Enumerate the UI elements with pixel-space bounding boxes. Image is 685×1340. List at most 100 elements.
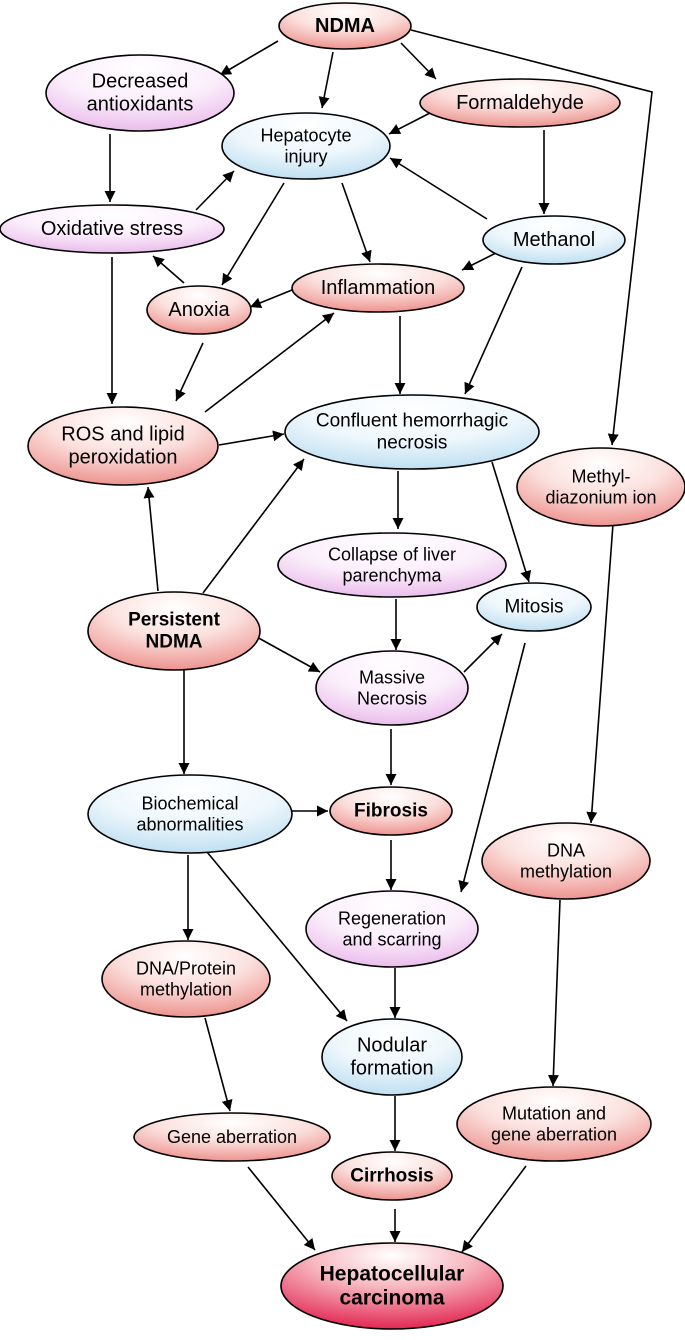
node-inflammation: Inflammation (291, 263, 465, 313)
node-fibrosis-ellipse (329, 786, 453, 836)
node-persistent-ndma-ellipse (87, 591, 261, 671)
node-methanol-label: Methanol (513, 229, 595, 251)
node-decreased-antioxidants-label: antioxidants (87, 94, 194, 116)
edges-layer (104, 29, 653, 1253)
node-nodular-formation-ellipse (321, 1018, 463, 1096)
node-regeneration-scarring-label: and scarring (342, 929, 441, 949)
node-gene-aberration: Gene aberration (133, 1112, 331, 1162)
node-methanol: Methanol (482, 215, 626, 265)
arrow-hepatocyte-injury-to-inflammation (341, 182, 372, 263)
node-methyldiazonium-label: diazonium ion (545, 487, 656, 507)
node-methanol-ellipse (482, 215, 626, 265)
arrow-persistent-ndma-to-confluent-necrosis (202, 458, 305, 594)
node-methyldiazonium: Methyl-diazonium ion (516, 447, 685, 527)
arrow-ros-lipid-to-inflammation (204, 312, 335, 413)
arrow-ndma-to-hepatocyte-injury (318, 51, 334, 109)
node-mitosis-ellipse (476, 582, 592, 632)
node-ros-lipid-label: ROS and lipid (61, 424, 184, 446)
arrow-persistent-ndma-to-massive-necrosis (254, 635, 321, 673)
node-formaldehyde: Formaldehyde (419, 78, 621, 128)
node-gene-aberration-label: Gene aberration (167, 1127, 297, 1147)
node-hcc-label: Hepatocellular (320, 1262, 465, 1285)
node-oxidative-stress-label: Oxidative stress (41, 218, 183, 240)
node-hepatocyte-injury-label: injury (284, 146, 327, 166)
node-decreased-antioxidants-ellipse (45, 54, 235, 132)
node-regeneration-scarring-ellipse (305, 890, 479, 968)
node-nodular-formation-label: formation (350, 1058, 433, 1080)
node-anoxia: Anoxia (146, 285, 252, 335)
node-confluent-necrosis-label: Confluent hemorrhagic (316, 411, 508, 432)
node-cirrhosis-label: Cirrhosis (350, 1166, 433, 1187)
arrow-mitosis-to-regeneration-scarring (458, 642, 526, 893)
node-mutation-gene-aberration-label: gene aberration (491, 1124, 617, 1144)
node-decreased-antioxidants-label: Decreased (92, 71, 189, 93)
node-dna-protein-methylation-ellipse (101, 940, 271, 1018)
arrow-formaldehyde-to-hepatocyte-injury (388, 112, 431, 135)
node-anoxia-ellipse (146, 285, 252, 335)
node-confluent-necrosis-label: necrosis (377, 432, 448, 453)
arrow-methanol-to-confluent-necrosis (464, 266, 523, 395)
node-mutation-gene-aberration-ellipse (456, 1086, 652, 1162)
node-hepatocyte-injury-label: Hepatocyte (260, 126, 351, 146)
node-hcc-ellipse (280, 1242, 504, 1330)
node-massive-necrosis-label: Necrosis (357, 688, 427, 708)
node-biochemical-abnormalities-ellipse (87, 774, 293, 854)
arrow-gene-aberration-to-hcc (247, 1166, 316, 1251)
arrow-ndma-to-methyldiazonium (410, 29, 653, 446)
arrow-confluent-necrosis-to-mitosis (491, 461, 532, 583)
node-persistent-ndma-label: Persistent (128, 610, 221, 631)
arrow-dna-protein-methylation-to-gene-aberration (204, 1017, 233, 1112)
node-ndma-label: NDMA (315, 15, 375, 37)
arrow-persistent-ndma-to-ros-lipid (143, 486, 159, 592)
arrow-mutation-gene-aberration-to-hcc (461, 1165, 527, 1253)
node-massive-necrosis-ellipse (315, 650, 469, 726)
node-collapse-parenchyma-label: Collapse of liver (328, 545, 456, 565)
node-dna-methylation-ellipse (481, 822, 651, 900)
node-regeneration-scarring-label: Regeneration (338, 909, 446, 929)
node-mitosis: Mitosis (476, 582, 592, 632)
node-inflammation-label: Inflammation (321, 277, 436, 299)
node-collapse-parenchyma-label: parenchyma (342, 565, 442, 585)
arrow-hepatocyte-injury-to-anoxia (221, 182, 285, 286)
node-fibrosis: Fibrosis (329, 786, 453, 836)
node-methyldiazonium-ellipse (516, 447, 685, 527)
node-formaldehyde-label: Formaldehyde (456, 92, 584, 114)
arrow-inflammation-to-anoxia (249, 289, 293, 308)
node-dna-methylation-label: methylation (520, 861, 612, 881)
node-dna-protein-methylation-label: DNA/Protein (136, 959, 236, 979)
arrow-dna-methylation-to-mutation-gene-aberration (547, 899, 561, 1087)
arrow-anoxia-to-ros-lipid (175, 342, 204, 402)
node-cirrhosis-ellipse (331, 1151, 453, 1201)
arrow-methanol-to-inflammation (461, 251, 499, 271)
node-persistent-ndma-label: NDMA (146, 631, 203, 652)
arrow-ndma-to-formaldehyde (400, 42, 437, 80)
arrow-biochemical-abnormalities-to-nodular-formation (206, 851, 348, 1022)
node-biochemical-abnormalities-label: abnormalities (136, 814, 243, 834)
node-ndma-ellipse (278, 2, 412, 50)
arrow-ros-lipid-to-confluent-necrosis (218, 430, 285, 446)
arrow-oxidative-stress-to-hepatocyte-injury (195, 170, 235, 211)
node-gene-aberration-ellipse (133, 1112, 331, 1162)
node-biochemical-abnormalities-label: Biochemical (141, 794, 238, 814)
node-oxidative-stress-ellipse (0, 204, 225, 254)
node-dna-methylation-label: DNA (547, 841, 585, 861)
node-hcc-label: carcinoma (339, 1287, 444, 1310)
node-ndma: NDMA (278, 2, 412, 50)
node-oxidative-stress: Oxidative stress (0, 204, 225, 254)
